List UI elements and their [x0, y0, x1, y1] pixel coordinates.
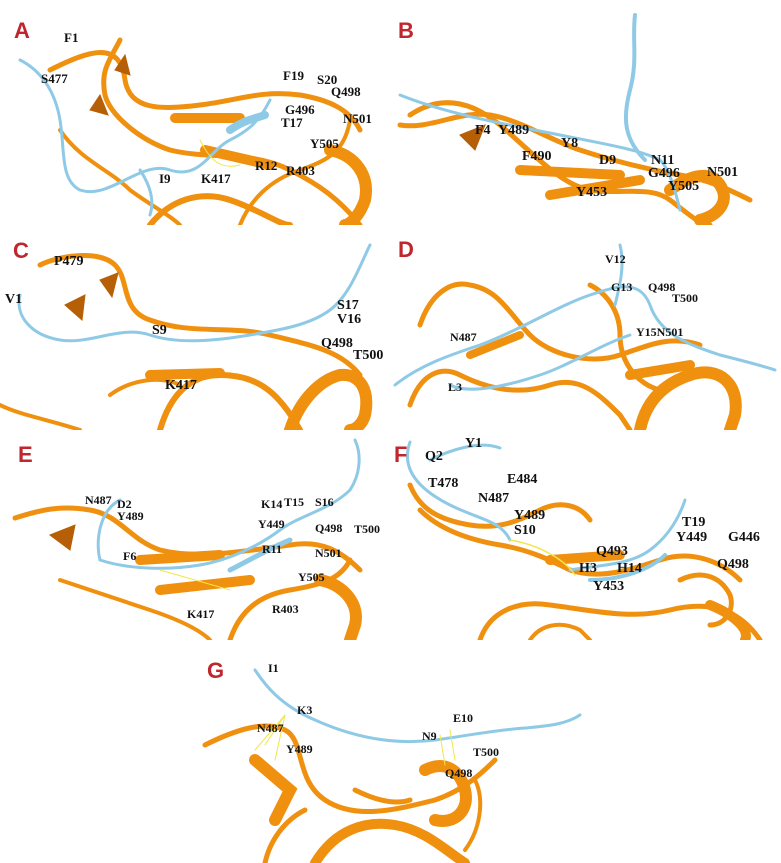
residue-label: T500	[353, 348, 384, 363]
residue-label: Y505	[298, 570, 325, 584]
residue-label: Q498	[321, 336, 353, 351]
panel-e-structure	[12, 438, 363, 640]
residue-label: N11	[651, 153, 675, 168]
residue-label: T500	[473, 745, 500, 759]
panel-f-structure	[405, 440, 763, 640]
residue-label: V16	[337, 312, 362, 327]
residue-label: K417	[165, 378, 197, 393]
panel-e-letter: E	[18, 442, 33, 467]
residue-label: E10	[453, 711, 474, 725]
panel-a: A F1 S477 F19 S20 Q498 G496 T17 N501 Y50…	[0, 0, 390, 225]
residue-label: S10	[514, 523, 536, 538]
residue-label: V12	[605, 252, 626, 266]
residue-label: G496	[648, 166, 680, 181]
residue-label: Y15N501	[636, 325, 684, 339]
panel-b-structure	[397, 13, 753, 225]
residue-label: Y449	[676, 530, 708, 545]
residue-label: S20	[317, 72, 338, 87]
panel-g-structure	[202, 668, 582, 863]
residue-label: N487	[450, 330, 477, 344]
residue-label: T500	[354, 522, 381, 536]
panel-a-letter: A	[14, 18, 30, 43]
residue-label: N501	[315, 546, 342, 560]
residue-label: G13	[611, 280, 633, 294]
residue-label: Y453	[593, 579, 625, 594]
residue-label: H14	[617, 561, 642, 576]
residue-label: R12	[255, 158, 278, 173]
panel-b: B F4 Y489 Y8 F490 D9 N11 G496 N501 Y505 …	[390, 0, 781, 225]
residue-label: P479	[54, 254, 84, 269]
residue-label: Q2	[425, 449, 443, 464]
residue-label: D9	[599, 153, 617, 168]
residue-label: F4	[475, 123, 491, 138]
residue-label: L3	[448, 380, 463, 394]
panel-c-letter: C	[13, 238, 29, 263]
residue-label: T17	[281, 115, 303, 130]
residue-label: K417	[187, 607, 215, 621]
panel-g: G I1 K3 N487 Y489 E10 N9 T500 Q498	[195, 650, 595, 863]
panel-d-structure	[393, 243, 777, 430]
residue-label: N501	[343, 111, 372, 126]
residue-label: T19	[682, 515, 706, 530]
panel-f-letter: F	[394, 442, 408, 467]
panel-e: E N487 D2 Y489 K14 T15 S16 Y449 Q498 T50…	[0, 430, 390, 640]
residue-label: N487	[478, 491, 510, 506]
residue-label: Y505	[668, 179, 700, 194]
residue-label: R403	[272, 602, 299, 616]
residue-label: E484	[507, 472, 538, 487]
residue-label: S16	[315, 495, 334, 509]
residue-label: G446	[728, 530, 760, 545]
residue-label: I9	[159, 171, 171, 186]
residue-label: Q493	[596, 544, 628, 559]
residue-label: Q498	[717, 557, 749, 572]
panel-a-structure	[18, 37, 372, 225]
panel-d-letter: D	[398, 237, 414, 262]
residue-label: Q498	[315, 521, 343, 535]
residue-label: F19	[283, 68, 304, 83]
residue-label: Q498	[331, 84, 361, 99]
residue-label: R11	[262, 542, 283, 556]
residue-label: G496	[285, 102, 315, 117]
residue-label: N487	[257, 721, 284, 735]
residue-label: Y489	[514, 508, 546, 523]
residue-label: Y489	[498, 123, 530, 138]
residue-label: R403	[286, 163, 315, 178]
panel-c: C P479 V1 S17 V16 S9 Q498 T500 K417	[0, 225, 390, 430]
residue-label: S9	[152, 323, 167, 338]
panel-d: D V12 G13 Q498 T500 N487 Y15N501 L3	[390, 225, 781, 430]
residue-label: Y505	[310, 136, 339, 151]
residue-label: T500	[672, 291, 699, 305]
residue-label: T15	[284, 495, 305, 509]
residue-label: Y453	[576, 185, 608, 200]
residue-label: N9	[422, 729, 437, 743]
residue-label: S17	[337, 298, 359, 313]
panel-c-structure	[0, 243, 373, 430]
residue-label: N487	[85, 493, 112, 507]
residue-label: Y1	[465, 436, 483, 451]
residue-label: I1	[268, 661, 279, 675]
residue-label: K417	[201, 171, 231, 186]
residue-label: F490	[522, 149, 552, 164]
residue-label: F1	[64, 30, 79, 45]
residue-label: K14	[261, 497, 283, 511]
residue-label: T478	[428, 476, 459, 491]
residue-label: Y8	[561, 136, 579, 151]
residue-label: Q498	[648, 280, 676, 294]
residue-label: S477	[41, 71, 68, 86]
residue-label: V1	[5, 292, 23, 307]
residue-label: N501	[707, 165, 739, 180]
residue-label: D2	[117, 497, 132, 511]
residue-label: F6	[123, 549, 137, 563]
panel-f: F Q2 Y1 T478 E484 N487 Y489 S10 T19 Y449…	[390, 430, 781, 640]
residue-label: Y489	[117, 509, 144, 523]
panel-b-letter: B	[398, 18, 414, 43]
panel-g-letter: G	[207, 658, 225, 683]
residue-label: K3	[297, 703, 313, 717]
residue-label: Y449	[258, 517, 285, 531]
residue-label: Y489	[286, 742, 313, 756]
residue-label: Q498	[445, 766, 473, 780]
residue-label: H3	[579, 561, 597, 576]
